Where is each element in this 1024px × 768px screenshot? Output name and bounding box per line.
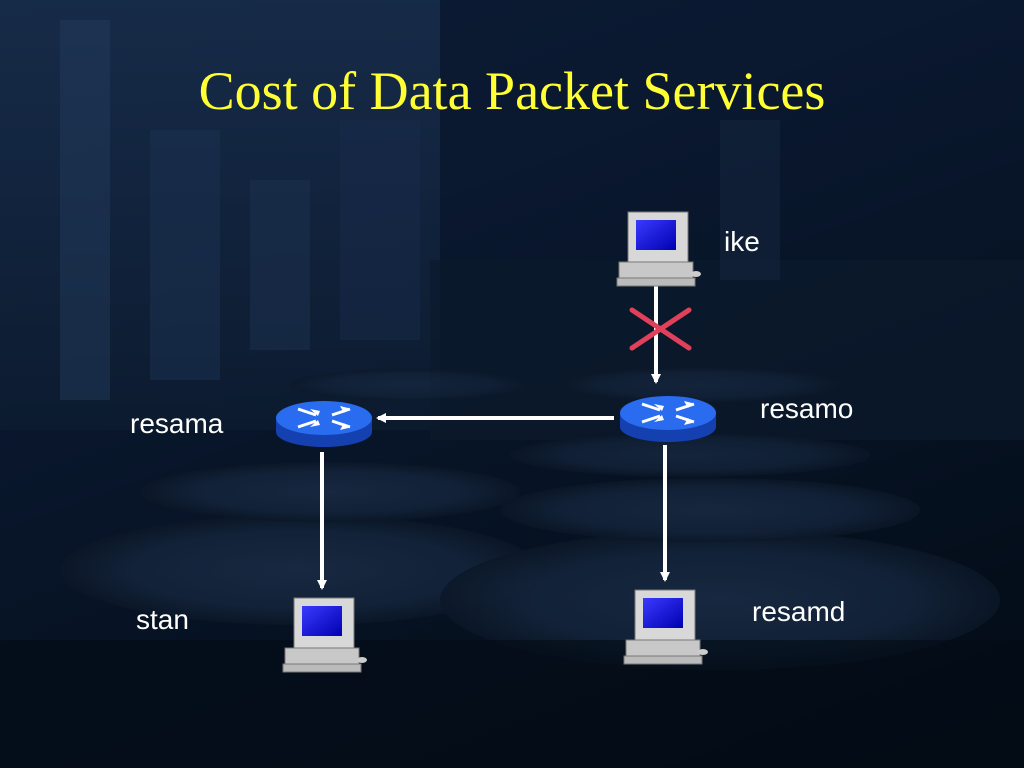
node-label-ike: ike <box>724 226 760 257</box>
node-label-resamo: resamo <box>760 393 854 424</box>
slide-title: Cost of Data Packet Services <box>198 61 826 121</box>
node-label-stan: stan <box>136 604 189 635</box>
node-label-resama: resama <box>130 408 224 439</box>
router-icon <box>620 396 716 442</box>
x-mark-icon <box>629 307 692 351</box>
desktop-computer-icon <box>616 211 701 287</box>
router-icon <box>276 401 372 447</box>
node-label-resamd: resamd <box>752 596 846 627</box>
desktop-computer-icon <box>623 589 708 665</box>
desktop-computer-icon <box>282 597 367 673</box>
